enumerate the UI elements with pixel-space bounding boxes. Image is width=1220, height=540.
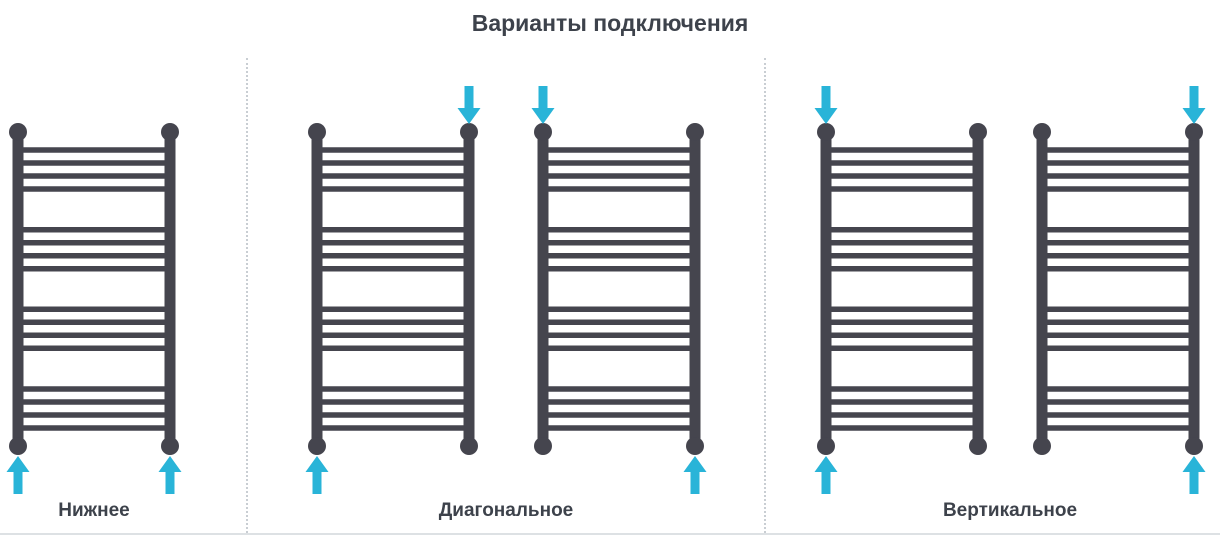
- section-divider: [246, 58, 248, 533]
- towel-rail-diagram: [6, 84, 182, 496]
- towel-rail-diagram: [814, 84, 990, 496]
- section-diagonal-connection: Диагональное: [248, 48, 764, 533]
- section-bottom-content: Нижнее: [6, 84, 182, 522]
- page-title: Варианты подключения: [471, 10, 749, 36]
- section-diagonal-content: Диагональное: [305, 84, 707, 522]
- bottom-rule: [0, 533, 1220, 535]
- section-vertical-content: Вертикальное: [814, 84, 1206, 522]
- ladder-group-bottom: [6, 84, 182, 496]
- towel-rail-diagram: [531, 84, 707, 496]
- ladder-group-vertical: [814, 84, 1206, 496]
- ladder-group-diagonal: [305, 84, 707, 496]
- towel-rail-diagram: [305, 84, 481, 496]
- section-label-vertical: Вертикальное: [942, 500, 1078, 521]
- towel-rail-diagram: [1030, 84, 1206, 496]
- section-divider: [764, 58, 766, 533]
- sections-row: Нижнее Диагональное Вертикальное: [0, 48, 1220, 533]
- section-label-diagonal: Диагональное: [438, 500, 574, 521]
- section-vertical-connection: Вертикальное: [766, 48, 1218, 533]
- section-label-bottom: Нижнее: [58, 500, 130, 521]
- section-bottom-connection: Нижнее: [0, 48, 246, 533]
